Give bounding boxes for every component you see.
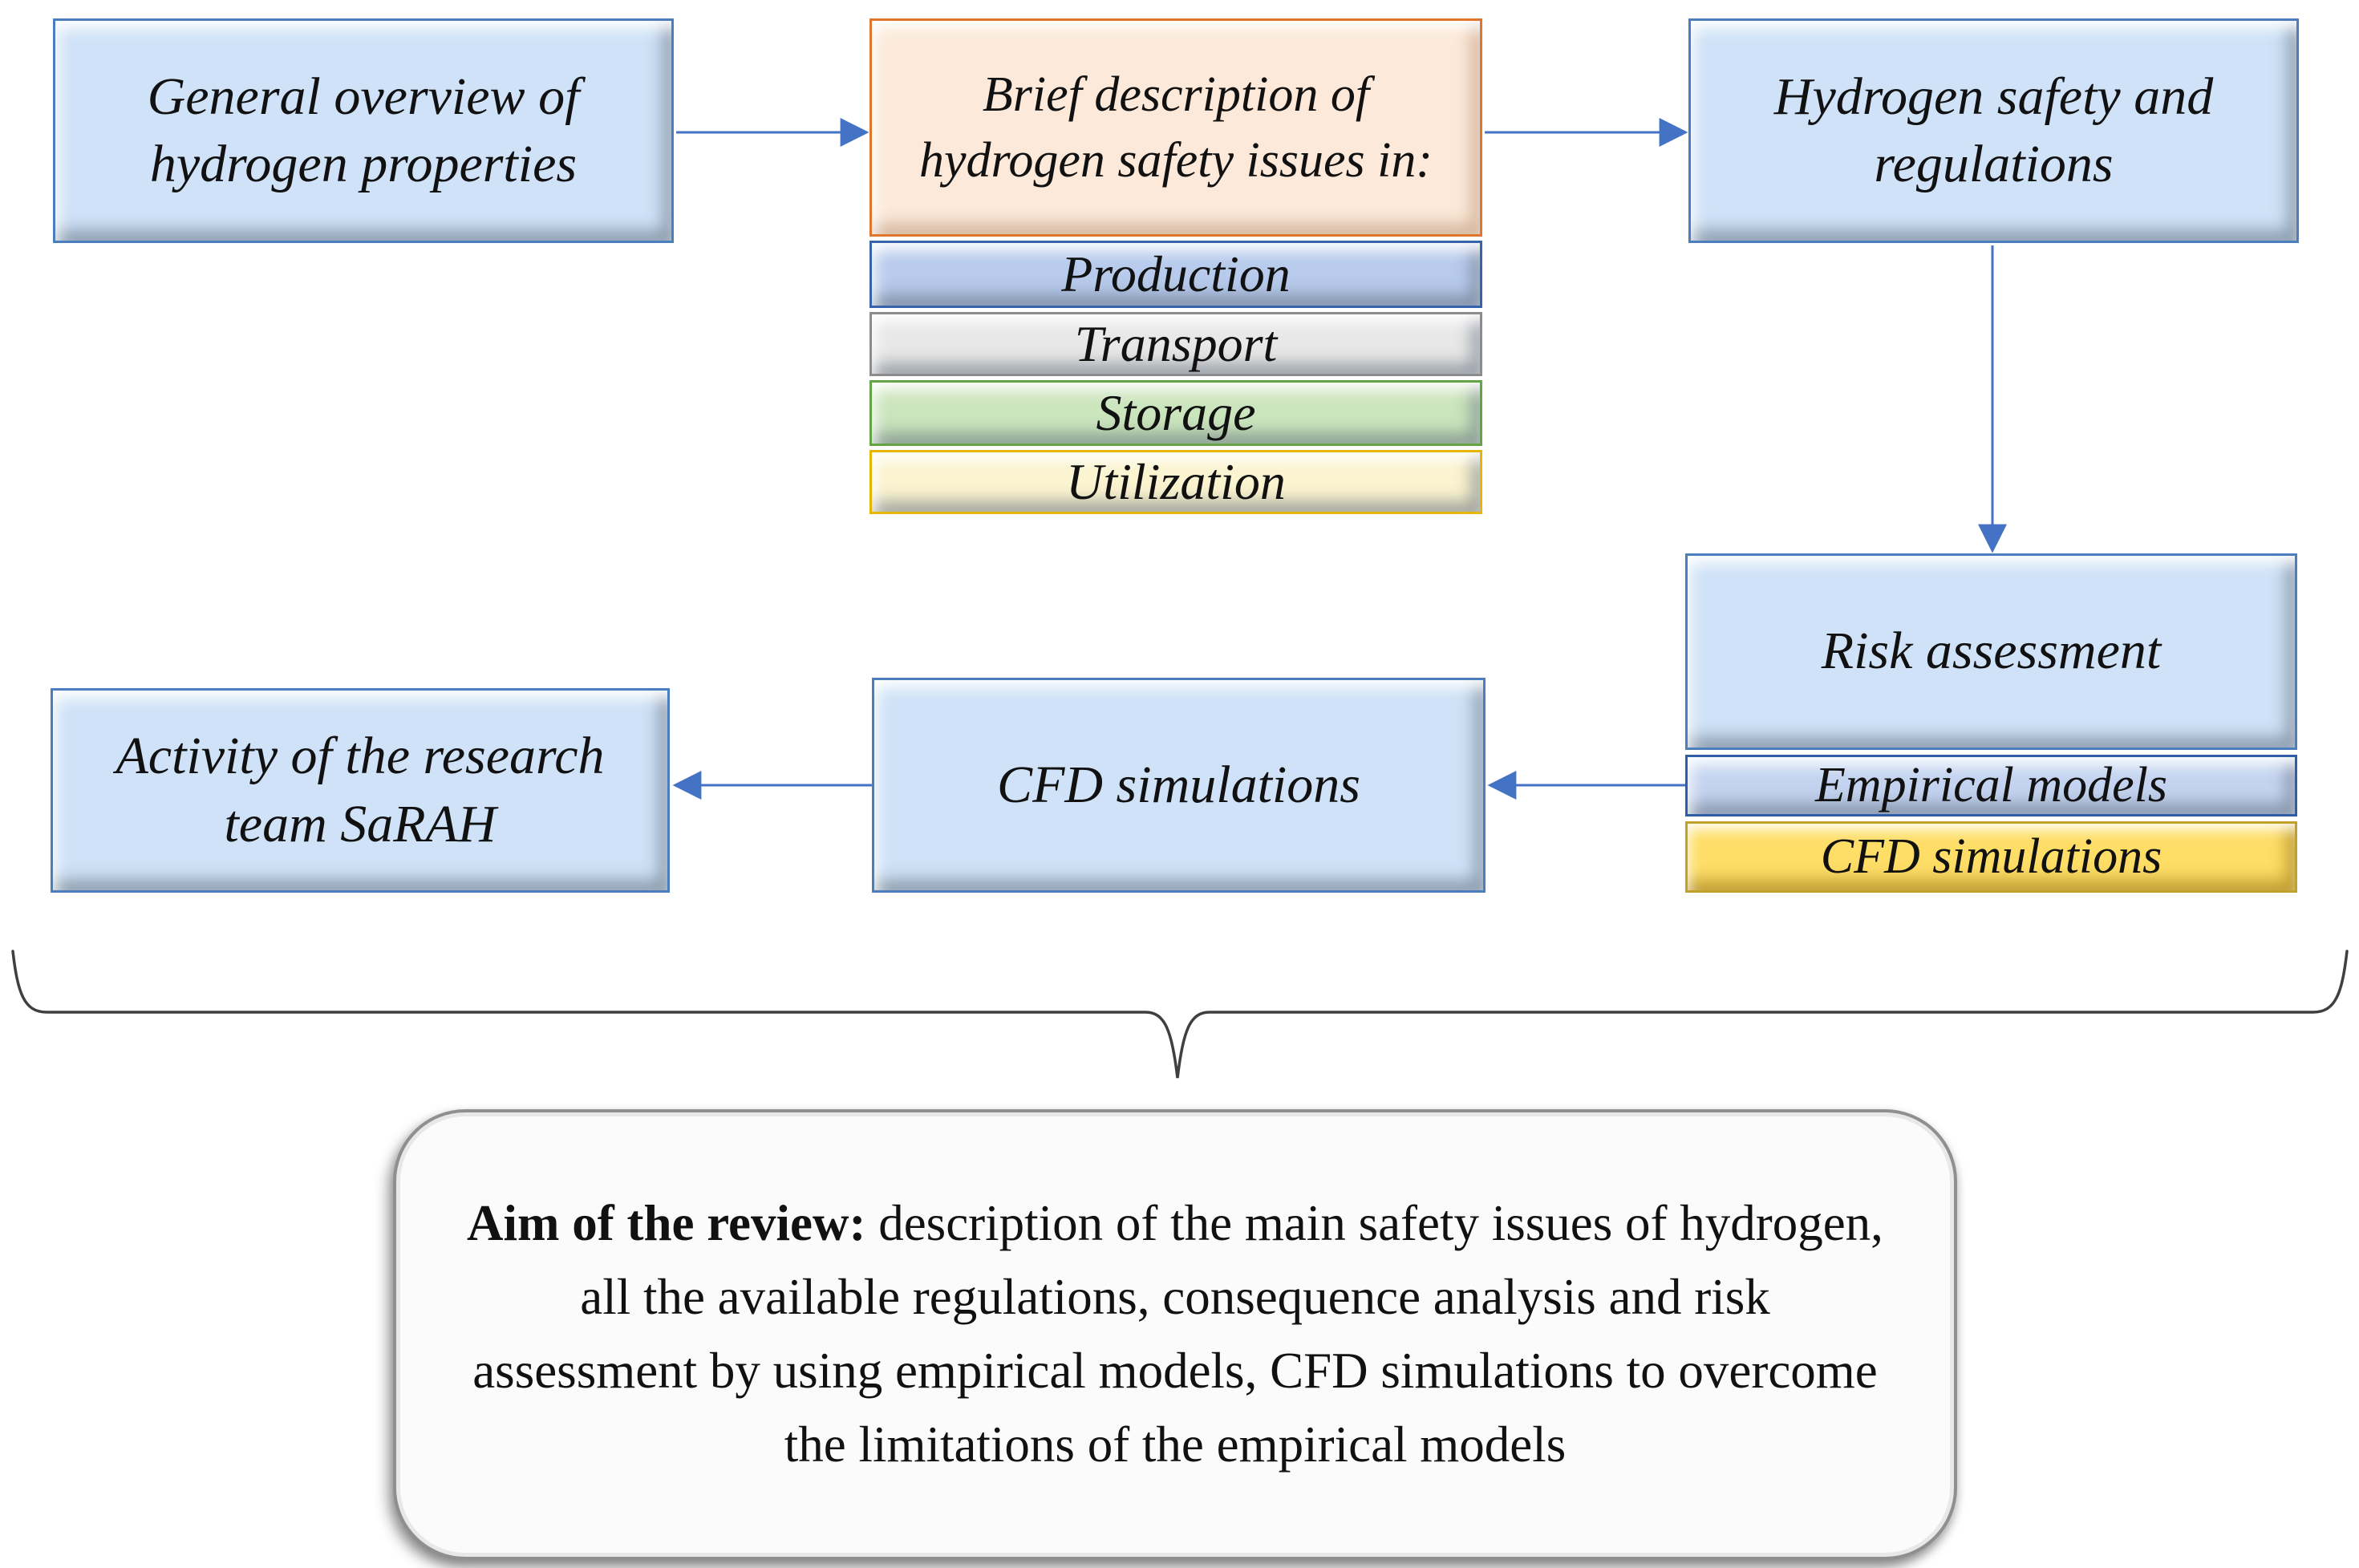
box-cfd-simulations-label: CFD simulations (997, 755, 1360, 814)
band-utilization: Utilization (869, 450, 1482, 514)
box-activity-team-sarah: Activity of the research team SaRAH (51, 688, 670, 893)
aim-of-review-text: Aim of the review: description of the ma… (462, 1187, 1888, 1482)
aim-body: description of the main safety issues of… (472, 1195, 1883, 1473)
aim-of-review-box: Aim of the review: description of the ma… (393, 1109, 1957, 1560)
band-empirical-models: Empirical models (1685, 755, 2297, 816)
box-risk-assessment-label: Risk assessment (1821, 622, 2162, 681)
band-cfd-simulations-label: CFD simulations (1820, 829, 2162, 884)
band-production-label: Production (1061, 245, 1291, 303)
band-storage: Storage (869, 380, 1482, 446)
box-cfd-simulations: CFD simulations (872, 678, 1486, 893)
box-hydrogen-safety-regulations: Hydrogen safety and regulations (1688, 18, 2299, 243)
band-production: Production (869, 241, 1482, 308)
band-transport-label: Transport (1074, 315, 1278, 373)
box-brief-description: Brief description of hydrogen safety iss… (869, 18, 1482, 237)
box-brief-description-label: Brief description of hydrogen safety iss… (919, 67, 1433, 188)
band-storage-label: Storage (1096, 384, 1256, 442)
curly-brace (11, 950, 2349, 1079)
aim-lead: Aim of the review: (467, 1195, 866, 1252)
box-general-overview: General overview of hydrogen properties (53, 18, 674, 243)
band-utilization-label: Utilization (1066, 453, 1286, 511)
band-transport: Transport (869, 312, 1482, 376)
band-empirical-models-label: Empirical models (1814, 757, 2168, 812)
box-general-overview-label: General overview of hydrogen properties (147, 67, 580, 193)
box-hydrogen-safety-regulations-label: Hydrogen safety and regulations (1773, 67, 2214, 193)
box-risk-assessment: Risk assessment (1685, 553, 2297, 750)
box-activity-team-sarah-label: Activity of the research team SaRAH (116, 727, 605, 853)
band-cfd-simulations: CFD simulations (1685, 821, 2297, 893)
